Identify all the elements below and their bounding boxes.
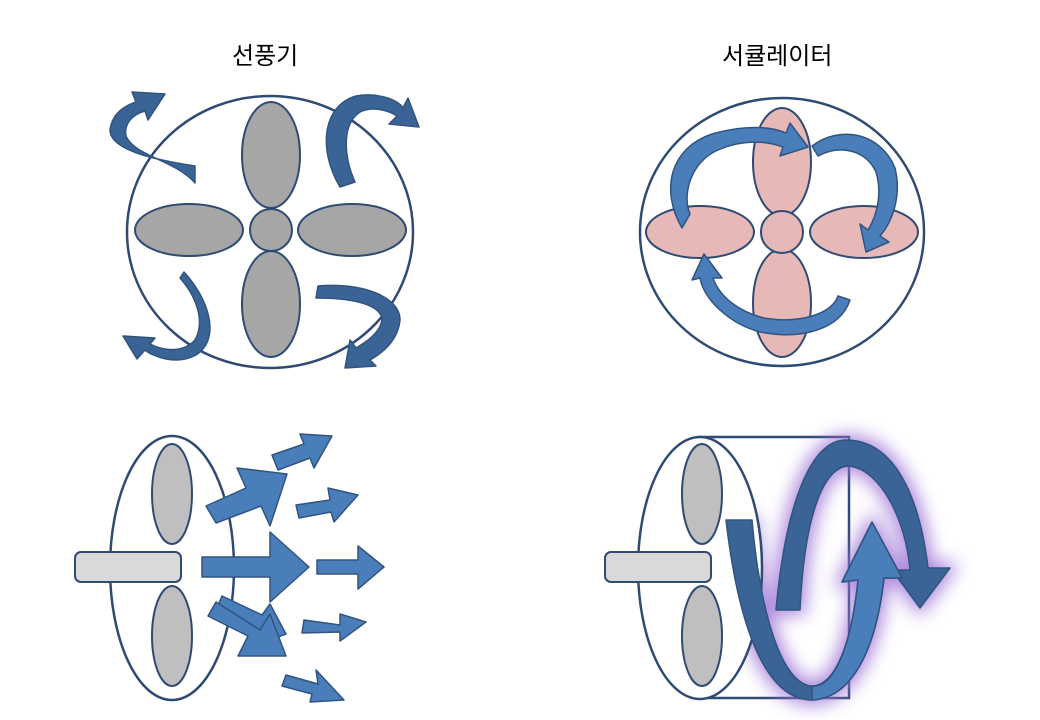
circulator-swirl-arrow-top-right bbox=[811, 133, 899, 253]
airflow-arrow-far-lower bbox=[281, 669, 345, 703]
fan-blade-top bbox=[241, 101, 301, 209]
circulator-spiral-arrow-front bbox=[725, 519, 903, 701]
airflow-arrow-center bbox=[201, 531, 310, 603]
airflow-arrow-far-lower-mid bbox=[301, 613, 367, 642]
circulator-spiral-arrow-back bbox=[775, 439, 951, 611]
circulator-side-blade-top bbox=[681, 443, 723, 545]
circulator-blade-bottom bbox=[752, 248, 812, 358]
fan-hub bbox=[249, 208, 293, 252]
circulator-blade-left bbox=[645, 205, 755, 259]
fan-blade-bottom bbox=[241, 250, 301, 358]
fan-motor-shaft bbox=[74, 551, 182, 583]
circulator-swirl-arrow-top-left bbox=[669, 122, 809, 229]
circulator-title: 서큘레이터 bbox=[722, 42, 833, 70]
fan-side-view bbox=[74, 433, 385, 703]
airflow-arrow-far-center bbox=[316, 545, 385, 590]
airflow-arrow-upper bbox=[205, 467, 288, 527]
fan-blade-left bbox=[134, 203, 244, 257]
fan-title: 선풍기 bbox=[232, 42, 299, 70]
fan-side-blade-bottom bbox=[151, 585, 193, 687]
fan-outward-arrow-top-left bbox=[109, 91, 196, 184]
circulator-side-blade-bottom bbox=[681, 585, 723, 687]
fan-blade-right bbox=[297, 203, 407, 257]
fan-outward-arrow-bottom-right bbox=[315, 284, 401, 369]
circulator-blade-top bbox=[752, 107, 812, 217]
fan-side-blade-top bbox=[151, 443, 193, 545]
airflow-arrow-far-upper-mid bbox=[295, 487, 359, 523]
circulator-motor-shaft bbox=[604, 551, 712, 583]
circulator-side-view bbox=[604, 434, 960, 706]
circulator-hub bbox=[760, 210, 804, 254]
circulator-front-view bbox=[638, 96, 926, 368]
airflow-arrow-lower bbox=[207, 601, 287, 657]
fan-airflow-arrows bbox=[201, 433, 385, 703]
fan-outward-arrow-bottom-left bbox=[122, 271, 211, 361]
circulator-swirl-arrow-bottom bbox=[691, 253, 851, 336]
fan-front-view bbox=[109, 91, 420, 370]
fan-outward-arrow-top-right bbox=[325, 94, 420, 188]
airflow-arrow-far-upper bbox=[271, 433, 333, 471]
